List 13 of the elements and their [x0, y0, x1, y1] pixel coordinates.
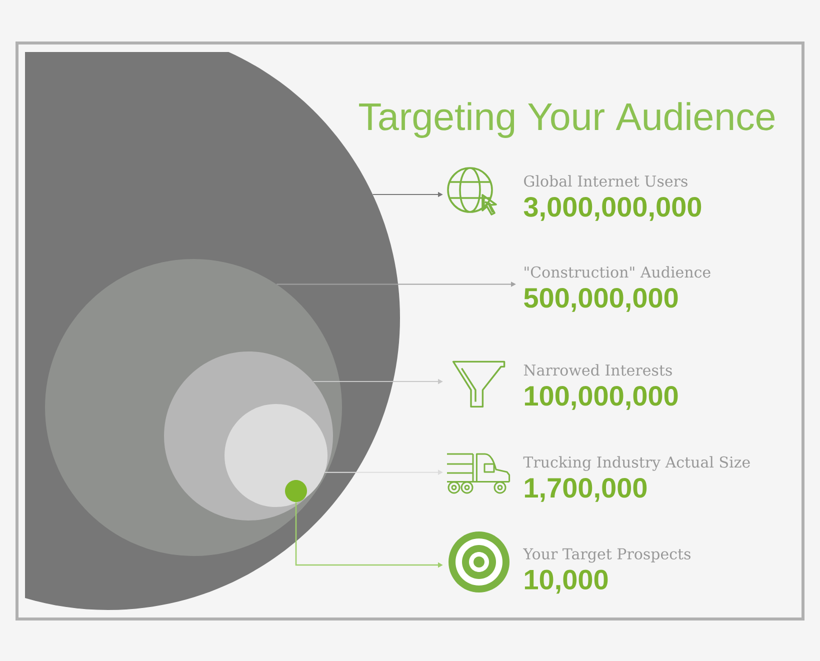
circle — [224, 404, 328, 507]
count-value: 10,000 — [524, 570, 608, 594]
count-value: 1,700,000 — [524, 478, 647, 502]
count-value: 100,000,000 — [524, 386, 678, 410]
category-label: Your Target Prospects — [523, 548, 690, 563]
dot — [285, 480, 307, 502]
category-label: Global Internet Users — [524, 175, 688, 187]
title: Targeting Your Audience — [359, 102, 775, 138]
category-label: Narrowed Interests — [524, 364, 672, 376]
count-value: 500,000,000 — [524, 288, 678, 312]
category-label: Trucking Industry Actual Size — [523, 456, 750, 471]
count-value: 3,000,000,000 — [524, 196, 702, 221]
category-label: "Construction" Audience — [524, 266, 710, 278]
